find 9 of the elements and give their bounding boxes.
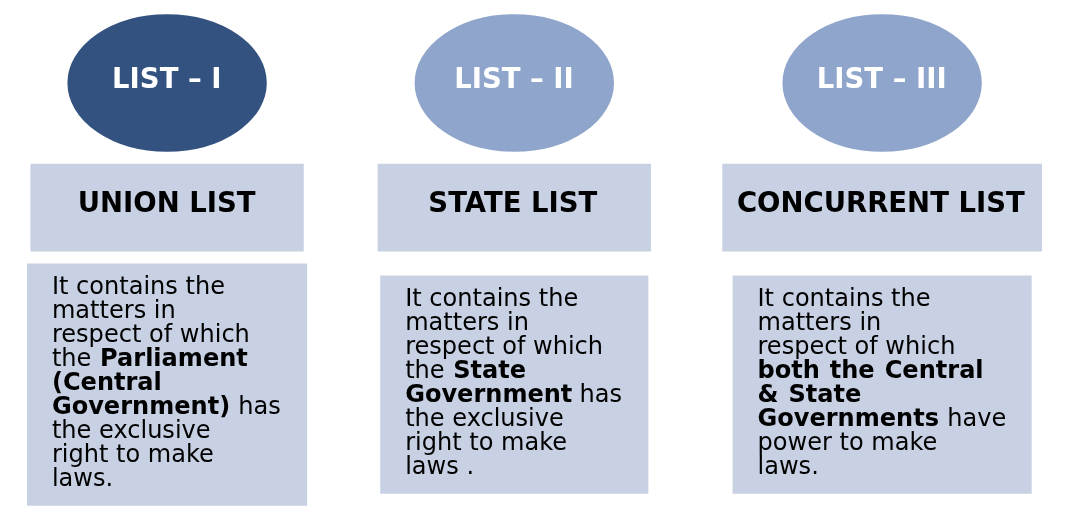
node-ellipse: LIST – I: [66, 14, 267, 152]
node-ellipse: LIST – II: [414, 14, 614, 152]
node-box: UNION LIST: [29, 163, 304, 252]
node-ellipse: LIST – III: [781, 14, 982, 152]
node-box: STATE LIST: [377, 163, 651, 252]
node-box: CONCURRENT LIST: [721, 163, 1042, 252]
node-box: It contains the matters in respect of which the State Government has the exclusive right to make laws .: [379, 275, 648, 494]
node-box: It contains the matters in respect of which both the Central & State Governments have power to make laws.: [732, 275, 1032, 494]
node-box: It contains the matters in respect of which the Parliament (Central Government) has the exclusive right to make laws.: [26, 263, 307, 506]
